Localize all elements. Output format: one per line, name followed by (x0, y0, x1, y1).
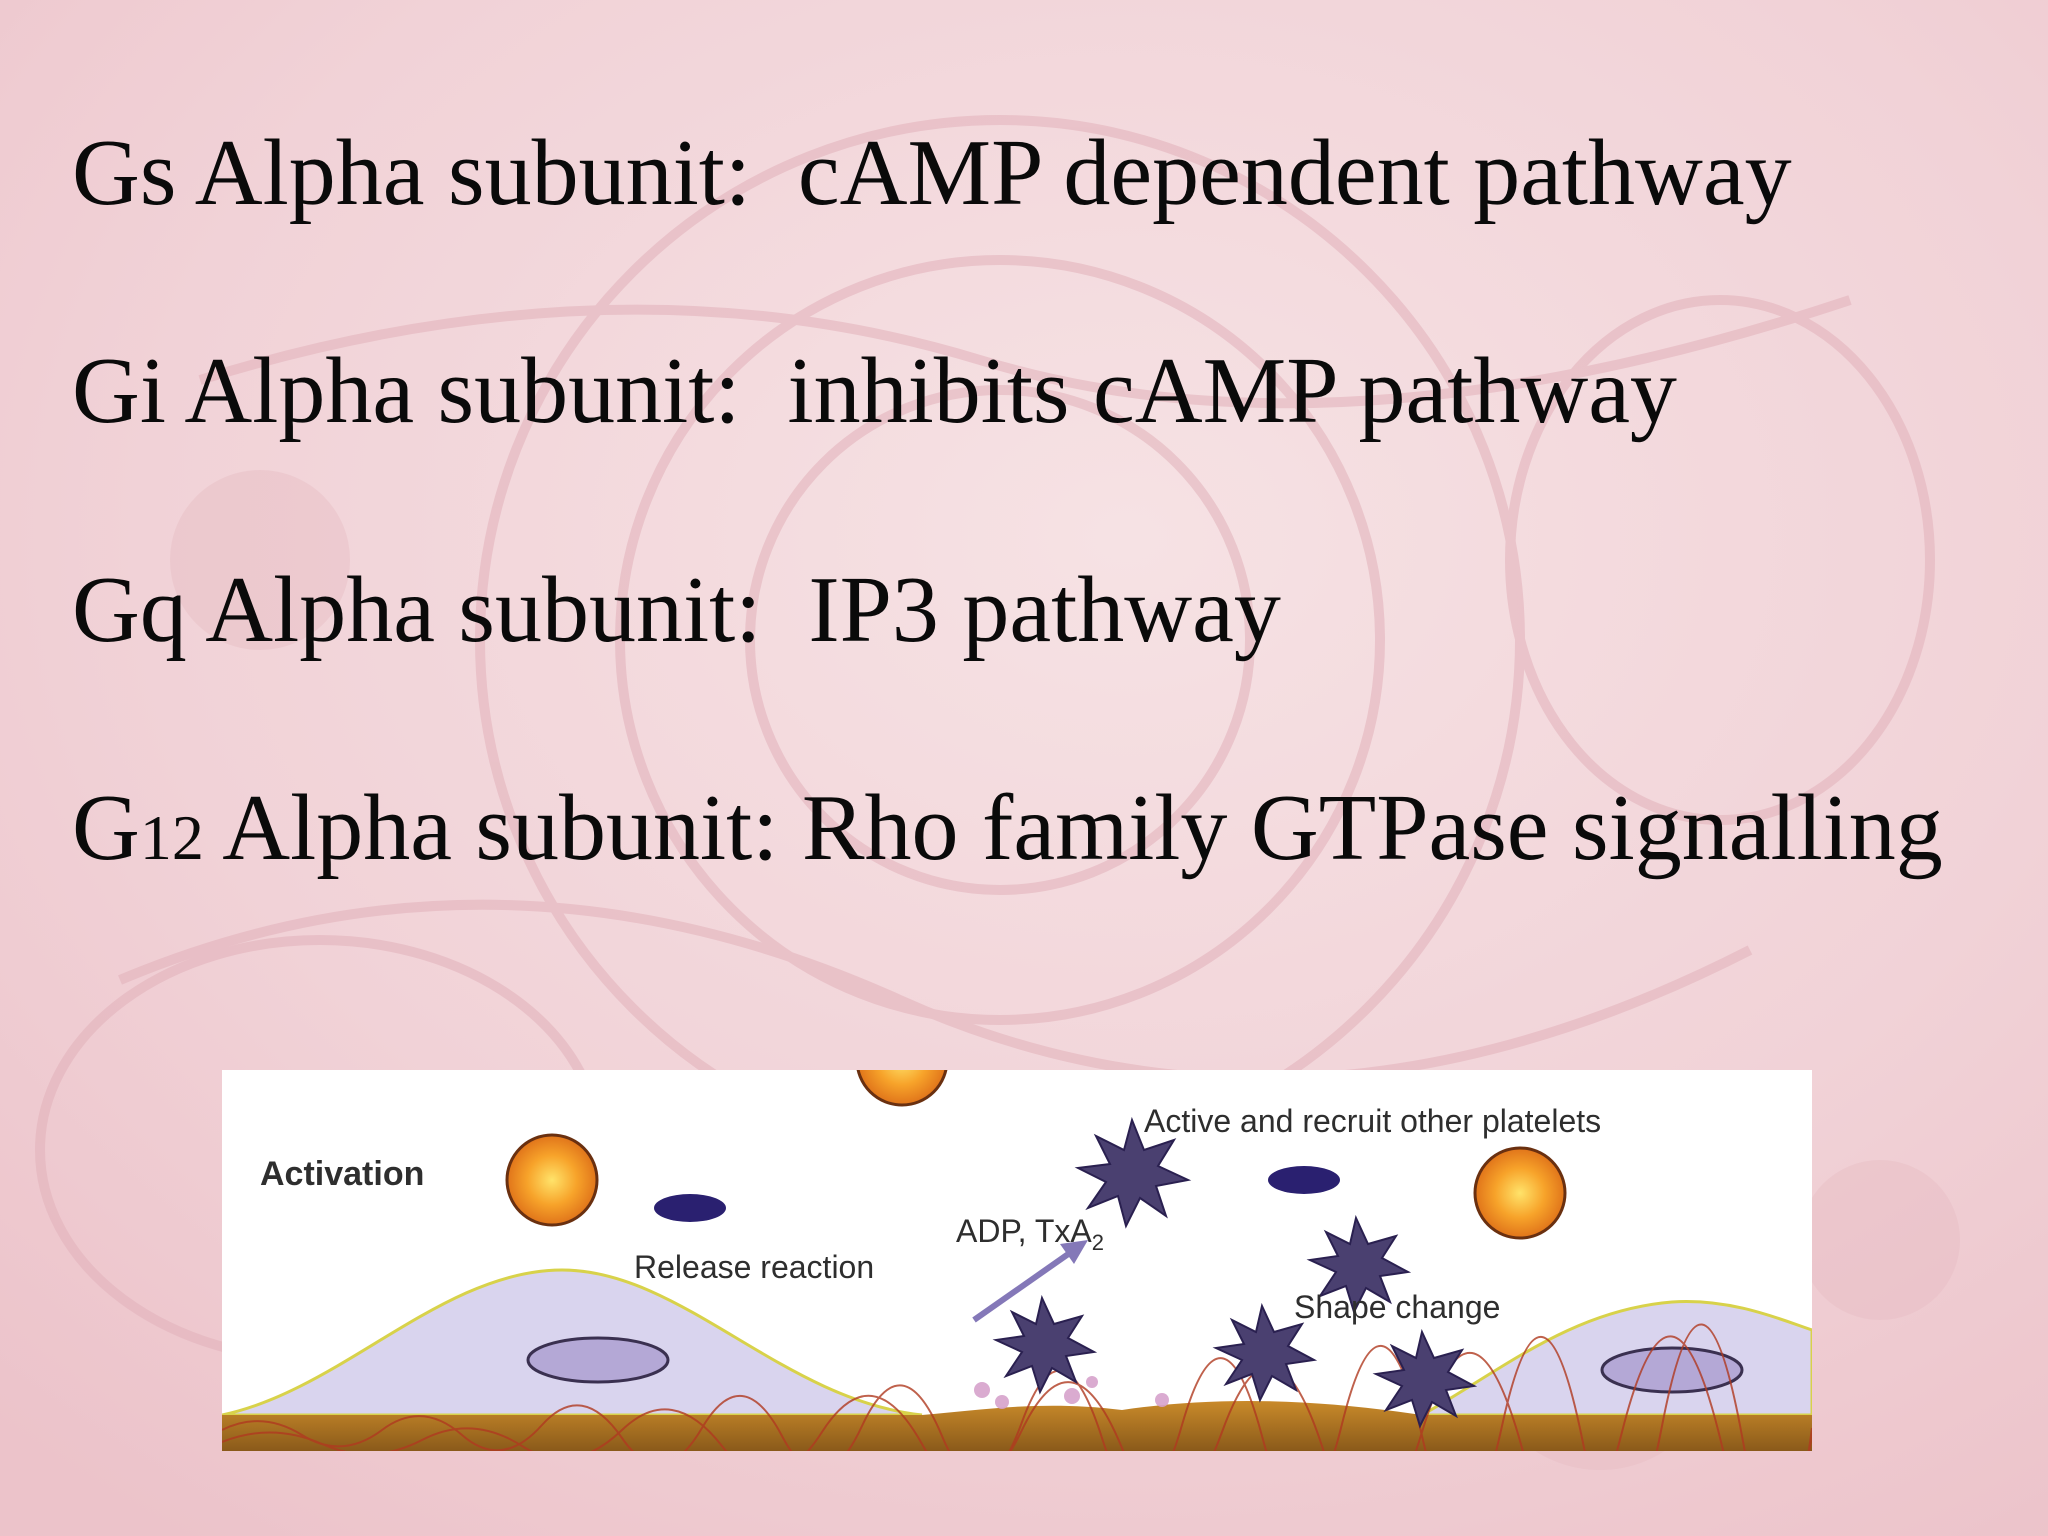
granule-1 (654, 1194, 726, 1222)
activated-platelet-5 (1372, 1328, 1478, 1429)
g12-label: G (72, 776, 140, 880)
adp-txa-text: ADP, TxA (956, 1213, 1092, 1249)
g12-number: 12 (139, 802, 204, 873)
g12-description: Alpha subunit: Rho family GTPase signall… (203, 776, 1943, 880)
release-arrowhead (1060, 1240, 1088, 1264)
vwf-particles (974, 1376, 1169, 1409)
release-reaction-label: Release reaction (634, 1249, 874, 1285)
gi-label: Gi (72, 339, 166, 443)
gi-description: Alpha subunit: inhibits cAMP pathway (166, 339, 1677, 443)
g12-alpha-line: G12 Alpha subunit: Rho family GTPase sig… (72, 781, 1943, 875)
activated-platelet-4 (1212, 1302, 1318, 1403)
activated-platelet-1 (1074, 1116, 1192, 1229)
nucleus-left (526, 1336, 670, 1384)
gi-alpha-line: Gi Alpha subunit: inhibits cAMP pathway (72, 344, 1677, 438)
shape-change-label: Shape change (1294, 1289, 1500, 1325)
adp-txa-subscript: 2 (1092, 1230, 1104, 1255)
resting-platelet-1 (505, 1133, 599, 1227)
activated-platelet-2 (1306, 1214, 1412, 1315)
gq-alpha-line: Gq Alpha subunit: IP3 pathway (72, 563, 1281, 657)
gs-label: Gs (72, 121, 177, 225)
resting-platelet-top (856, 1070, 948, 1107)
activated-platelet-3 (992, 1294, 1098, 1395)
release-arrow (972, 1247, 1076, 1323)
platelet-activation-illustration: Activation Active and recruit other plat… (222, 1070, 1812, 1451)
collagen-fibers (222, 1323, 1812, 1451)
nucleus-right (1600, 1346, 1744, 1394)
granule-2 (1268, 1166, 1340, 1194)
gs-description: Alpha subunit: cAMP dependent pathway (176, 121, 1792, 225)
adp-txa2-label: ADP, TxA2 (956, 1213, 1104, 1255)
gq-label: Gq (72, 558, 187, 662)
subendothelium (222, 1400, 1812, 1451)
resting-platelet-2 (1473, 1146, 1567, 1240)
platelet-activation-figure: Activation Active and recruit other plat… (222, 1070, 1812, 1451)
recruit-label: Active and recruit other platelets (1144, 1103, 1601, 1139)
gs-alpha-line: Gs Alpha subunit: cAMP dependent pathway (72, 126, 1792, 220)
activation-label: Activation (260, 1155, 424, 1193)
gq-description: Alpha subunit: IP3 pathway (186, 558, 1281, 662)
